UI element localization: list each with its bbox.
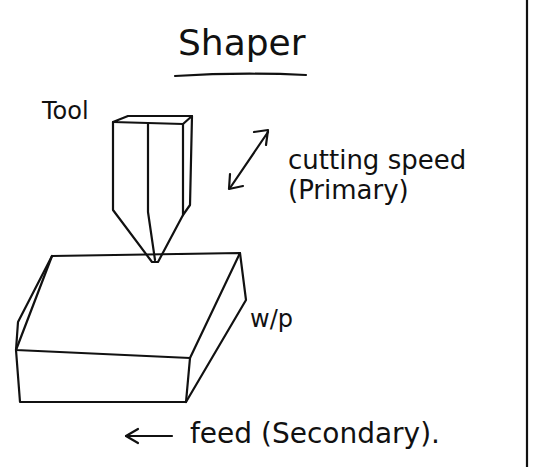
cutting-speed-label: cutting speed (Primary) <box>288 146 488 206</box>
feed-label: feed (Secondary). <box>190 418 440 450</box>
title-underline <box>175 74 306 76</box>
workpiece-label: w/p <box>250 306 293 334</box>
cutting-speed-arrow <box>229 130 268 189</box>
tool-symbol <box>113 116 192 262</box>
title: Shaper <box>178 22 306 63</box>
workpiece-block <box>16 253 246 402</box>
margin-line <box>526 0 528 467</box>
feed-arrow <box>126 429 172 443</box>
tool-label: Tool <box>42 98 89 126</box>
